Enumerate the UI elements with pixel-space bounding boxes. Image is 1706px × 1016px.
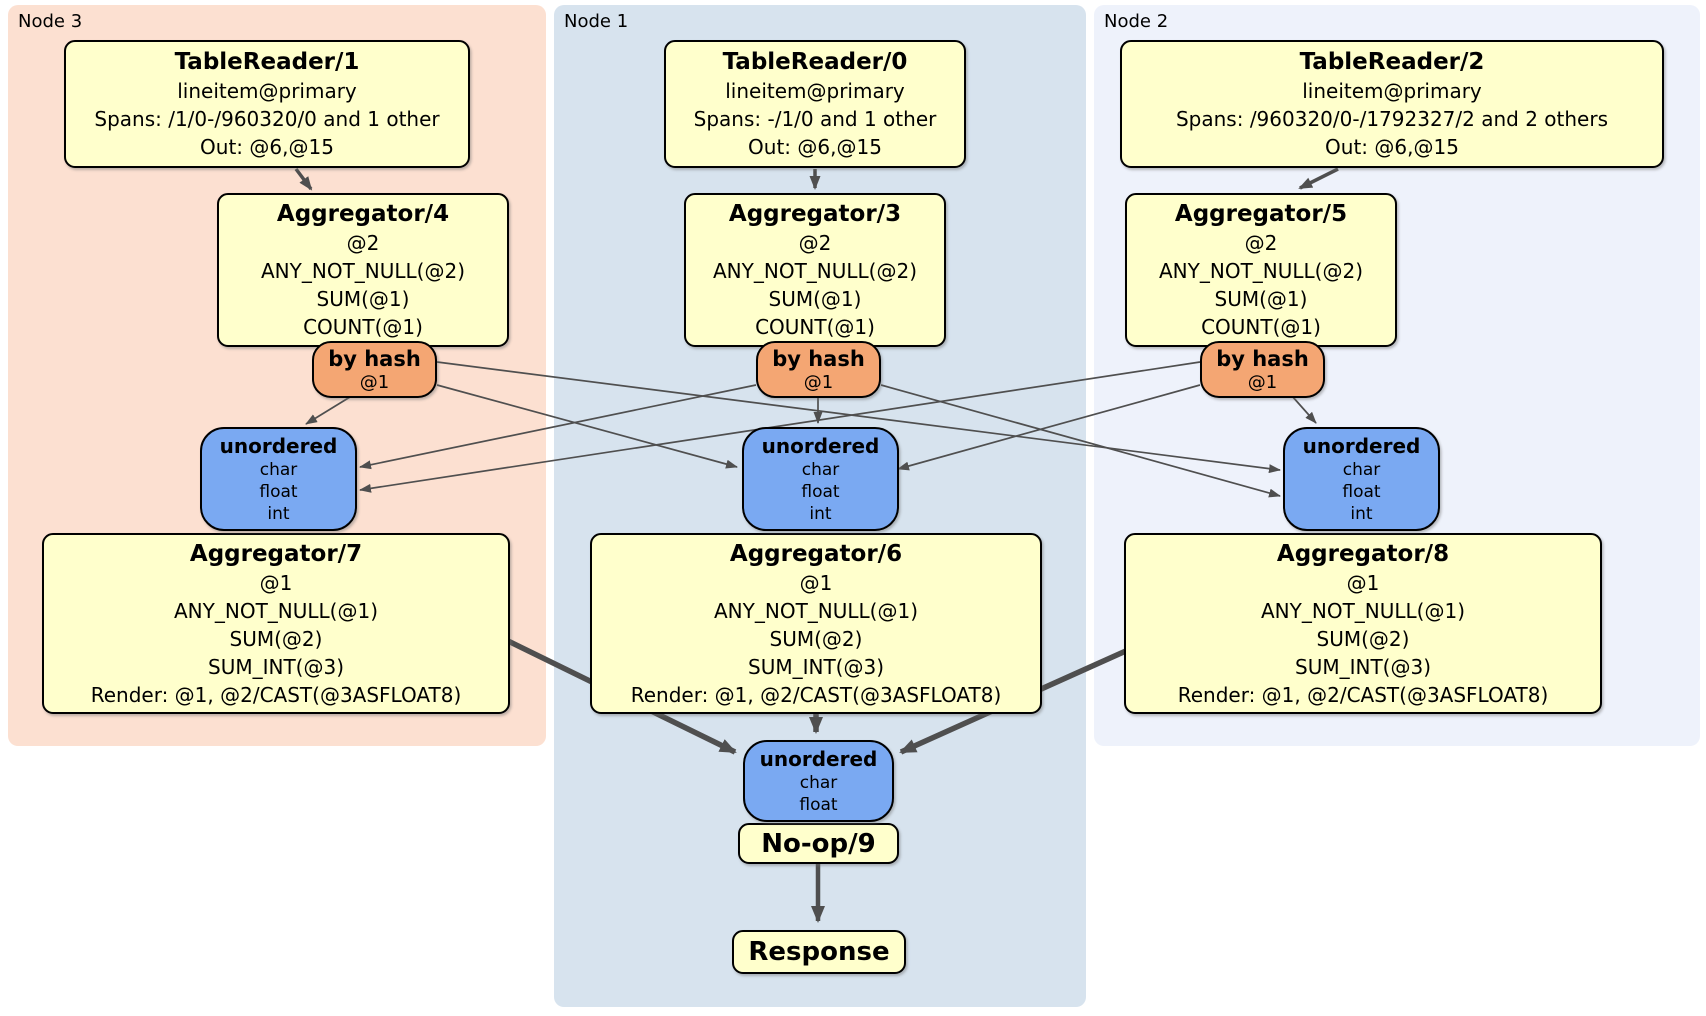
hash-router-title: by hash [1216, 346, 1309, 371]
unordered-sync-title: unordered [761, 434, 880, 458]
aggregator-5-box: Aggregator/5 @2 ANY_NOT_NULL(@2) SUM(@1)… [1125, 193, 1397, 347]
table-reader-0-spans: Spans: -/1/0 and 1 other [693, 107, 937, 131]
aggregator-5-fn: ANY_NOT_NULL(@2) [1159, 259, 1363, 283]
aggregator-8-fn: SUM_INT(@3) [1295, 654, 1431, 679]
aggregator-3-fn: ANY_NOT_NULL(@2) [713, 259, 917, 283]
edge-tr1-agg4 [294, 167, 313, 191]
unordered-sync-title: unordered [1302, 434, 1421, 458]
aggregator-3-fn: SUM(@1) [768, 287, 862, 311]
aggregator-6-fn: ANY_NOT_NULL(@1) [714, 598, 918, 623]
response-box: Response [732, 930, 906, 974]
edge-router3-sync1 [436, 384, 738, 469]
edge-router1-sync3 [359, 384, 757, 470]
table-reader-1-title: TableReader/1 [174, 49, 360, 75]
aggregator-7-groupcols: @1 [259, 570, 293, 595]
hash-router-key: @1 [359, 371, 390, 393]
edge-router3-sync2 [436, 361, 1281, 474]
table-reader-0-title: TableReader/0 [722, 49, 908, 75]
aggregator-7-fn: SUM_INT(@3) [208, 654, 344, 679]
aggregator-3-box: Aggregator/3 @2 ANY_NOT_NULL(@2) SUM(@1)… [684, 193, 946, 347]
aggregator-8-fn: ANY_NOT_NULL(@1) [1261, 598, 1465, 623]
table-reader-0-out: Out: @6,@15 [748, 135, 882, 159]
edge-router3-sync3 [305, 396, 351, 425]
aggregator-7-fn: ANY_NOT_NULL(@1) [174, 598, 378, 623]
unordered-sync-node2: unordered char float int [1283, 427, 1440, 531]
edge-router2-sync2 [1291, 395, 1317, 424]
edge-router2-sync3 [359, 361, 1201, 493]
aggregator-4-title: Aggregator/4 [276, 201, 450, 227]
unordered-sync-node1: unordered char float int [742, 427, 899, 531]
edge-tr2-agg5 [1298, 167, 1339, 190]
sync-type: int [809, 504, 832, 524]
table-reader-2-box: TableReader/2 lineitem@primary Spans: /9… [1120, 40, 1664, 168]
table-reader-1-box: TableReader/1 lineitem@primary Spans: /1… [64, 40, 470, 168]
aggregator-5-fn: SUM(@1) [1214, 287, 1308, 311]
table-reader-2-out: Out: @6,@15 [1325, 135, 1459, 159]
sync-type: int [267, 504, 290, 524]
aggregator-6-groupcols: @1 [799, 570, 833, 595]
hash-router-title: by hash [328, 346, 421, 371]
aggregator-6-title: Aggregator/6 [729, 540, 903, 567]
hash-router-key: @1 [1247, 371, 1278, 393]
aggregator-6-fn: SUM_INT(@3) [748, 654, 884, 679]
noop-title: No-op/9 [761, 828, 876, 859]
hash-router-key: @1 [803, 371, 834, 393]
edge-router1-sync2 [880, 384, 1281, 498]
aggregator-6-fn: SUM(@2) [769, 626, 863, 651]
edge-router2-sync1 [897, 384, 1201, 471]
aggregator-6-render: Render: @1, @2/CAST(@3ASFLOAT8) [630, 682, 1002, 707]
aggregator-7-fn: SUM(@2) [229, 626, 323, 651]
sync-type: char [259, 460, 298, 480]
table-reader-0-index: lineitem@primary [725, 79, 905, 103]
aggregator-3-fn: COUNT(@1) [755, 315, 875, 339]
table-reader-2-title: TableReader/2 [1299, 49, 1485, 75]
sync-type: char [1342, 460, 1381, 480]
table-reader-1-index: lineitem@primary [177, 79, 357, 103]
sync-type: float [801, 482, 840, 502]
aggregator-8-title: Aggregator/8 [1276, 540, 1450, 567]
table-reader-0-box: TableReader/0 lineitem@primary Spans: -/… [664, 40, 966, 168]
aggregator-4-fn: ANY_NOT_NULL(@2) [261, 259, 465, 283]
aggregator-4-fn: COUNT(@1) [303, 315, 423, 339]
aggregator-5-fn: COUNT(@1) [1201, 315, 1321, 339]
unordered-sync-title: unordered [219, 434, 338, 458]
aggregator-5-title: Aggregator/5 [1174, 201, 1348, 227]
noop-box: No-op/9 [738, 823, 899, 864]
hash-router-title: by hash [772, 346, 865, 371]
aggregator-7-title: Aggregator/7 [189, 540, 363, 567]
sync-type: char [799, 773, 838, 793]
node-1-label: Node 1 [564, 11, 629, 32]
aggregator-8-box: Aggregator/8 @1 ANY_NOT_NULL(@1) SUM(@2)… [1124, 533, 1602, 714]
aggregator-4-groupcols: @2 [346, 231, 380, 255]
sync-type: int [1350, 504, 1373, 524]
sync-type: float [1342, 482, 1381, 502]
sync-type: char [801, 460, 840, 480]
unordered-sync-final: unordered char float [743, 740, 894, 822]
aggregator-7-render: Render: @1, @2/CAST(@3ASFLOAT8) [90, 682, 462, 707]
table-reader-2-spans: Spans: /960320/0-/1792327/2 and 2 others [1175, 107, 1608, 131]
aggregator-8-render: Render: @1, @2/CAST(@3ASFLOAT8) [1177, 682, 1549, 707]
unordered-sync-node3: unordered char float int [200, 427, 357, 531]
table-reader-1-spans: Spans: /1/0-/960320/0 and 1 other [94, 107, 440, 131]
hash-router-node2: by hash @1 [1200, 341, 1325, 398]
hash-router-node1: by hash @1 [756, 341, 881, 398]
node-3-label: Node 3 [18, 11, 83, 32]
response-title: Response [748, 937, 890, 967]
node-2-label: Node 2 [1104, 11, 1169, 32]
aggregator-8-fn: SUM(@2) [1316, 626, 1410, 651]
unordered-sync-title: unordered [759, 747, 878, 771]
hash-router-node3: by hash @1 [312, 341, 437, 398]
aggregator-3-groupcols: @2 [798, 231, 832, 255]
sync-type: float [259, 482, 298, 502]
aggregator-5-groupcols: @2 [1244, 231, 1278, 255]
sync-type: float [799, 795, 838, 815]
table-reader-2-index: lineitem@primary [1302, 79, 1482, 103]
table-reader-1-out: Out: @6,@15 [200, 135, 334, 159]
aggregator-4-fn: SUM(@1) [316, 287, 410, 311]
aggregator-3-title: Aggregator/3 [728, 201, 902, 227]
aggregator-8-groupcols: @1 [1346, 570, 1380, 595]
aggregator-6-box: Aggregator/6 @1 ANY_NOT_NULL(@1) SUM(@2)… [590, 533, 1042, 714]
aggregator-4-box: Aggregator/4 @2 ANY_NOT_NULL(@2) SUM(@1)… [217, 193, 509, 347]
aggregator-7-box: Aggregator/7 @1 ANY_NOT_NULL(@1) SUM(@2)… [42, 533, 510, 714]
